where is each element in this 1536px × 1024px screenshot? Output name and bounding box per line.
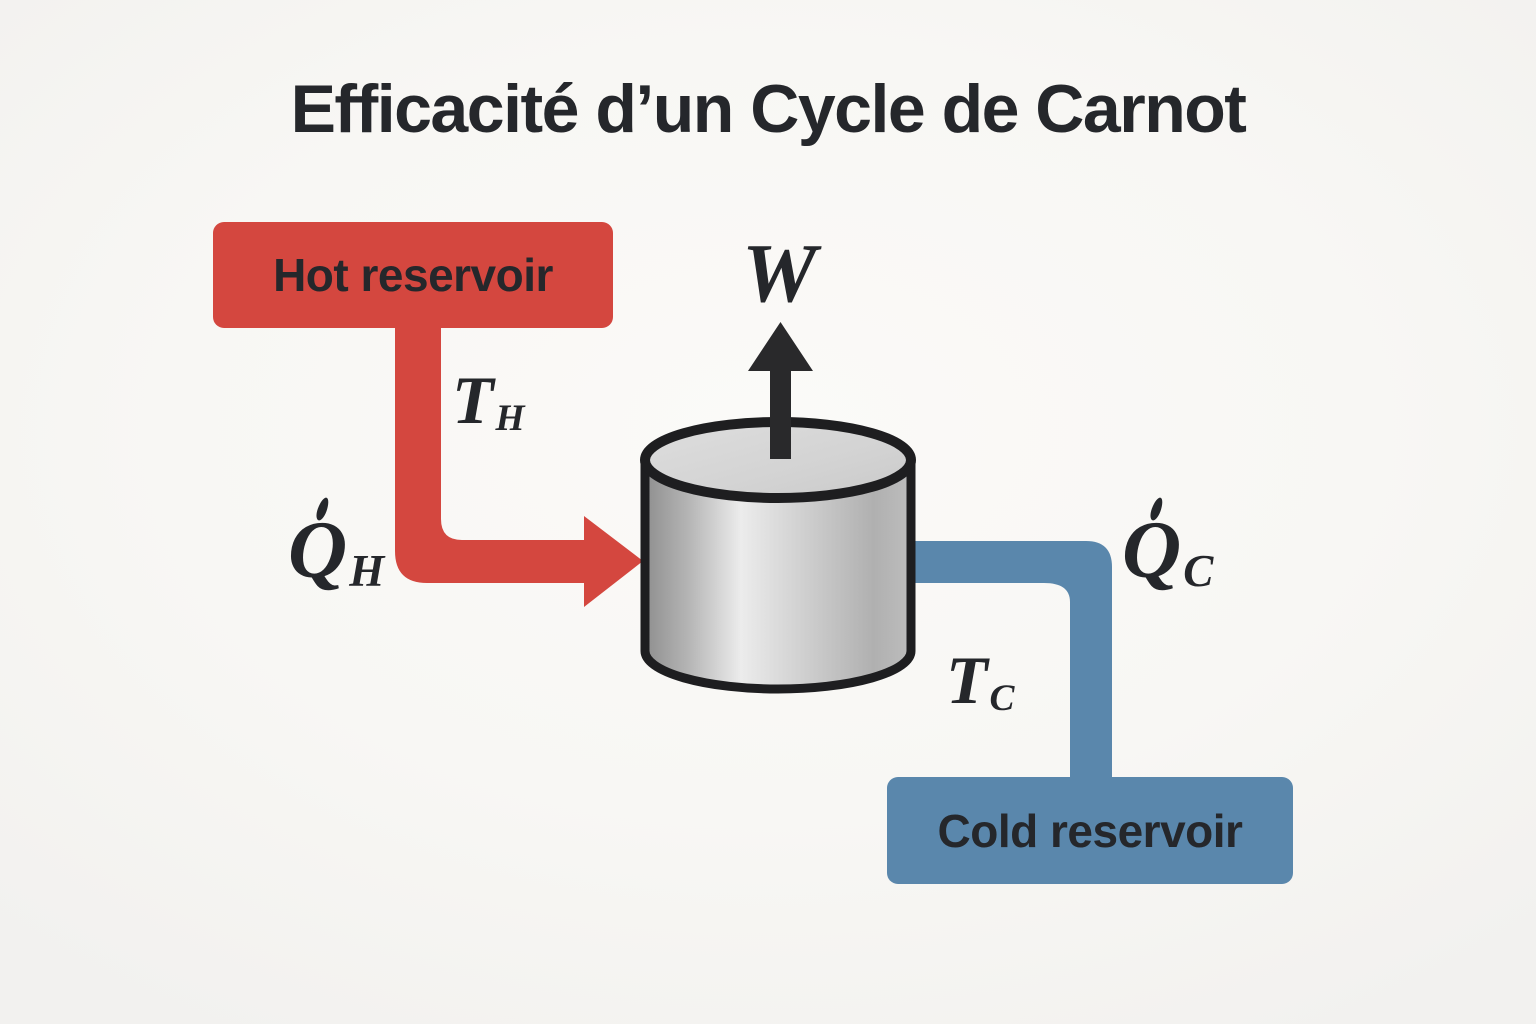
hot-temperature-base: T xyxy=(452,362,494,438)
hot-reservoir-label: Hot reservoir xyxy=(273,249,553,301)
cold-heat-subscript: C xyxy=(1183,546,1214,597)
cold-reservoir-box: Cold reservoir xyxy=(887,777,1293,884)
hot-temperature-subscript: H xyxy=(495,398,525,440)
cold-temperature-subscript: C xyxy=(989,678,1015,720)
hot-temperature-label: TH xyxy=(452,366,525,438)
cold-temperature-base: T xyxy=(946,642,988,718)
hot-heat-base: Q xyxy=(288,504,348,595)
hot-heat-subscript: H xyxy=(349,546,385,597)
hot-reservoir-box: Hot reservoir xyxy=(213,222,613,328)
hot-heat-label: QH xyxy=(288,496,385,597)
cold-heat-base: Q xyxy=(1122,504,1182,595)
cold-reservoir-label: Cold reservoir xyxy=(937,804,1243,857)
hot-heat-flow-arrow xyxy=(395,318,643,607)
engine-cylinder xyxy=(640,417,916,694)
work-label: W xyxy=(742,227,817,320)
cold-heat-label: QC xyxy=(1122,496,1214,597)
cold-heat-flow-pipe xyxy=(903,541,1112,781)
cold-temperature-label: TC xyxy=(946,646,1015,718)
diagram-title: Efficacité d’un Cycle de Carnot xyxy=(290,71,1247,147)
work-output-arrow xyxy=(748,322,813,459)
